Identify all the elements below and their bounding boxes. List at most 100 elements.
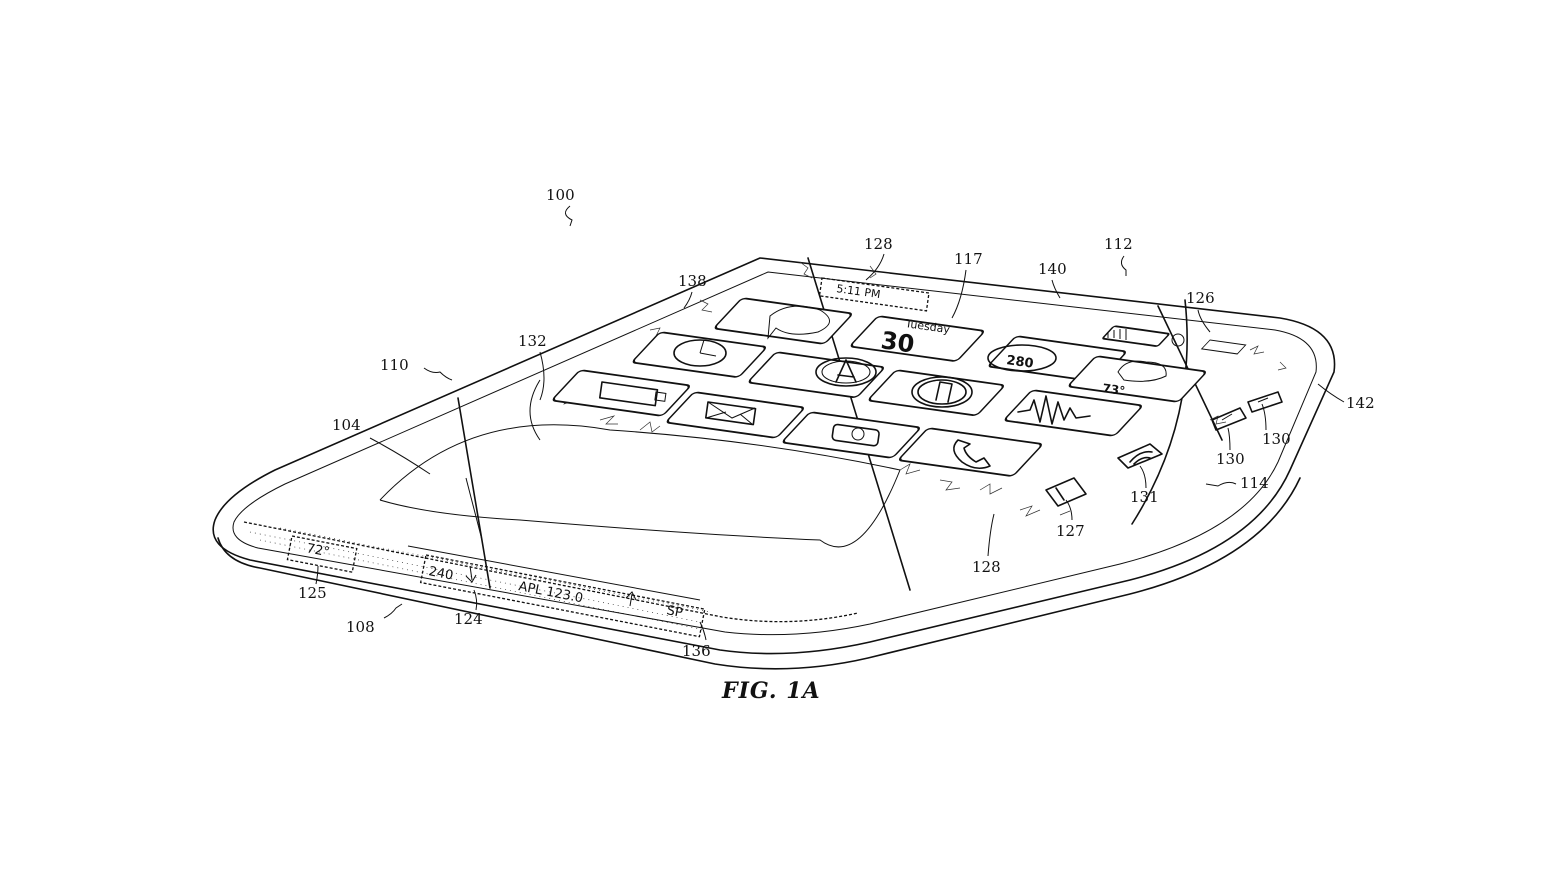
volume-up-button[interactable] (1247, 391, 1283, 413)
mail-icon (704, 401, 757, 426)
highway-sign: 280 (1005, 353, 1034, 372)
leader-128-top (865, 253, 885, 281)
ref-140: 140 (1038, 260, 1067, 278)
tile-camera (782, 411, 920, 459)
highway-icon: 280 (987, 344, 1057, 372)
status-time: 5:11 PM (836, 282, 882, 301)
tile-mail (666, 391, 804, 439)
leader-110 (423, 367, 453, 381)
leader-108 (383, 603, 403, 619)
ref-114: 114 (1240, 474, 1269, 492)
ref-142: 142 (1346, 394, 1375, 412)
volume-button-icon (1221, 397, 1269, 421)
side-controls (1045, 391, 1283, 507)
front-bottom-edge (217, 477, 1301, 670)
mute-switch-icon[interactable] (1045, 477, 1087, 507)
ref-132: 132 (518, 332, 547, 350)
leader-100 (565, 205, 573, 227)
device-outer-outline (212, 257, 1336, 655)
voice-memo-icon (1017, 395, 1091, 425)
status-icons-right (1102, 325, 1247, 355)
ref-130-b: 130 (1262, 430, 1291, 448)
calendar-icon: Tuesday 30 (879, 317, 951, 359)
toggle-dot-icon (1171, 333, 1185, 347)
leader-138 (683, 291, 693, 309)
leader-112 (1120, 255, 1127, 276)
leader-127 (1065, 499, 1073, 521)
photos-icon (598, 381, 667, 407)
section-line-left-2 (465, 477, 483, 541)
weather-icon: 73° (1102, 360, 1167, 398)
leader-128-bottom (987, 513, 995, 557)
device-body (212, 257, 1336, 670)
ref-108: 108 (346, 618, 375, 636)
screen-inner-outline (232, 271, 1317, 636)
down-arrow-icon (465, 565, 477, 583)
stipple-2 (259, 539, 706, 631)
tile-weather: 73° (1068, 355, 1206, 403)
ref-125: 125 (298, 584, 327, 602)
section-line-right-2 (1131, 299, 1188, 525)
ref-104: 104 (332, 416, 361, 434)
ref-110: 110 (380, 356, 409, 374)
status-time-box: 5:11 PM (818, 277, 930, 312)
up-arrow-icon (625, 591, 637, 607)
tile-chat (714, 297, 852, 345)
tile-music (868, 369, 1004, 416)
ref-128-top: 128 (864, 235, 893, 253)
ticker-left: 240 (427, 564, 454, 583)
ticker-right: SP (665, 603, 684, 621)
chat-bubble-icon (767, 305, 830, 340)
leader-136 (699, 621, 707, 641)
ref-138: 138 (678, 272, 707, 290)
leader-126 (1197, 309, 1211, 333)
weather-temp: 73° (1102, 381, 1126, 398)
leader-130-b (1261, 403, 1267, 431)
tile-calendar: Tuesday 30 (850, 315, 984, 362)
leader-114 (1205, 481, 1237, 487)
leader-117 (951, 269, 967, 319)
inner-ticker-rail (407, 545, 701, 601)
volume-down-button[interactable] (1211, 407, 1247, 431)
ref-100: 100 (546, 186, 575, 204)
leader-142 (1317, 383, 1345, 403)
ref-128-bottom: 128 (972, 558, 1001, 576)
internal-contour (379, 424, 901, 548)
figure-caption: FIG. 1A (721, 678, 821, 704)
leader-140 (1051, 279, 1061, 299)
leader-131 (1139, 465, 1147, 489)
tile-phone (898, 427, 1042, 477)
ref-130-a: 130 (1216, 450, 1245, 468)
ref-124: 124 (454, 610, 483, 628)
side-temp: 72° (305, 541, 330, 560)
ref-131: 131 (1130, 488, 1159, 506)
camera-icon (831, 423, 880, 447)
curved-edge-band (243, 521, 859, 623)
leader-130-a (1227, 427, 1231, 451)
ref-136: 136 (682, 642, 711, 660)
contour-132 (529, 379, 541, 441)
tile-voice-memo (1004, 389, 1142, 437)
tile-photos (552, 369, 690, 417)
ref-127: 127 (1056, 522, 1085, 540)
leader-124 (473, 589, 478, 611)
signal-bars-icon (1107, 329, 1127, 340)
ref-117: 117 (954, 250, 983, 268)
battery-icon (1200, 339, 1247, 355)
section-line-left (457, 397, 491, 589)
reference-numerals: 100 128 117 112 140 138 126 132 110 104 … (298, 186, 1375, 660)
calendar-date: 30 (879, 326, 916, 358)
app-store-icon (815, 357, 877, 387)
clock-icon (673, 339, 727, 367)
music-icon (911, 376, 973, 408)
ref-112: 112 (1104, 235, 1133, 253)
tile-app-store (748, 351, 884, 398)
ref-126: 126 (1186, 289, 1215, 307)
calendar-day: Tuesday (904, 317, 952, 336)
leader-104 (369, 437, 431, 475)
wifi-icon (1117, 443, 1163, 469)
phone-icon (953, 439, 991, 470)
leader-132 (539, 351, 545, 401)
tile-clock (632, 331, 766, 378)
